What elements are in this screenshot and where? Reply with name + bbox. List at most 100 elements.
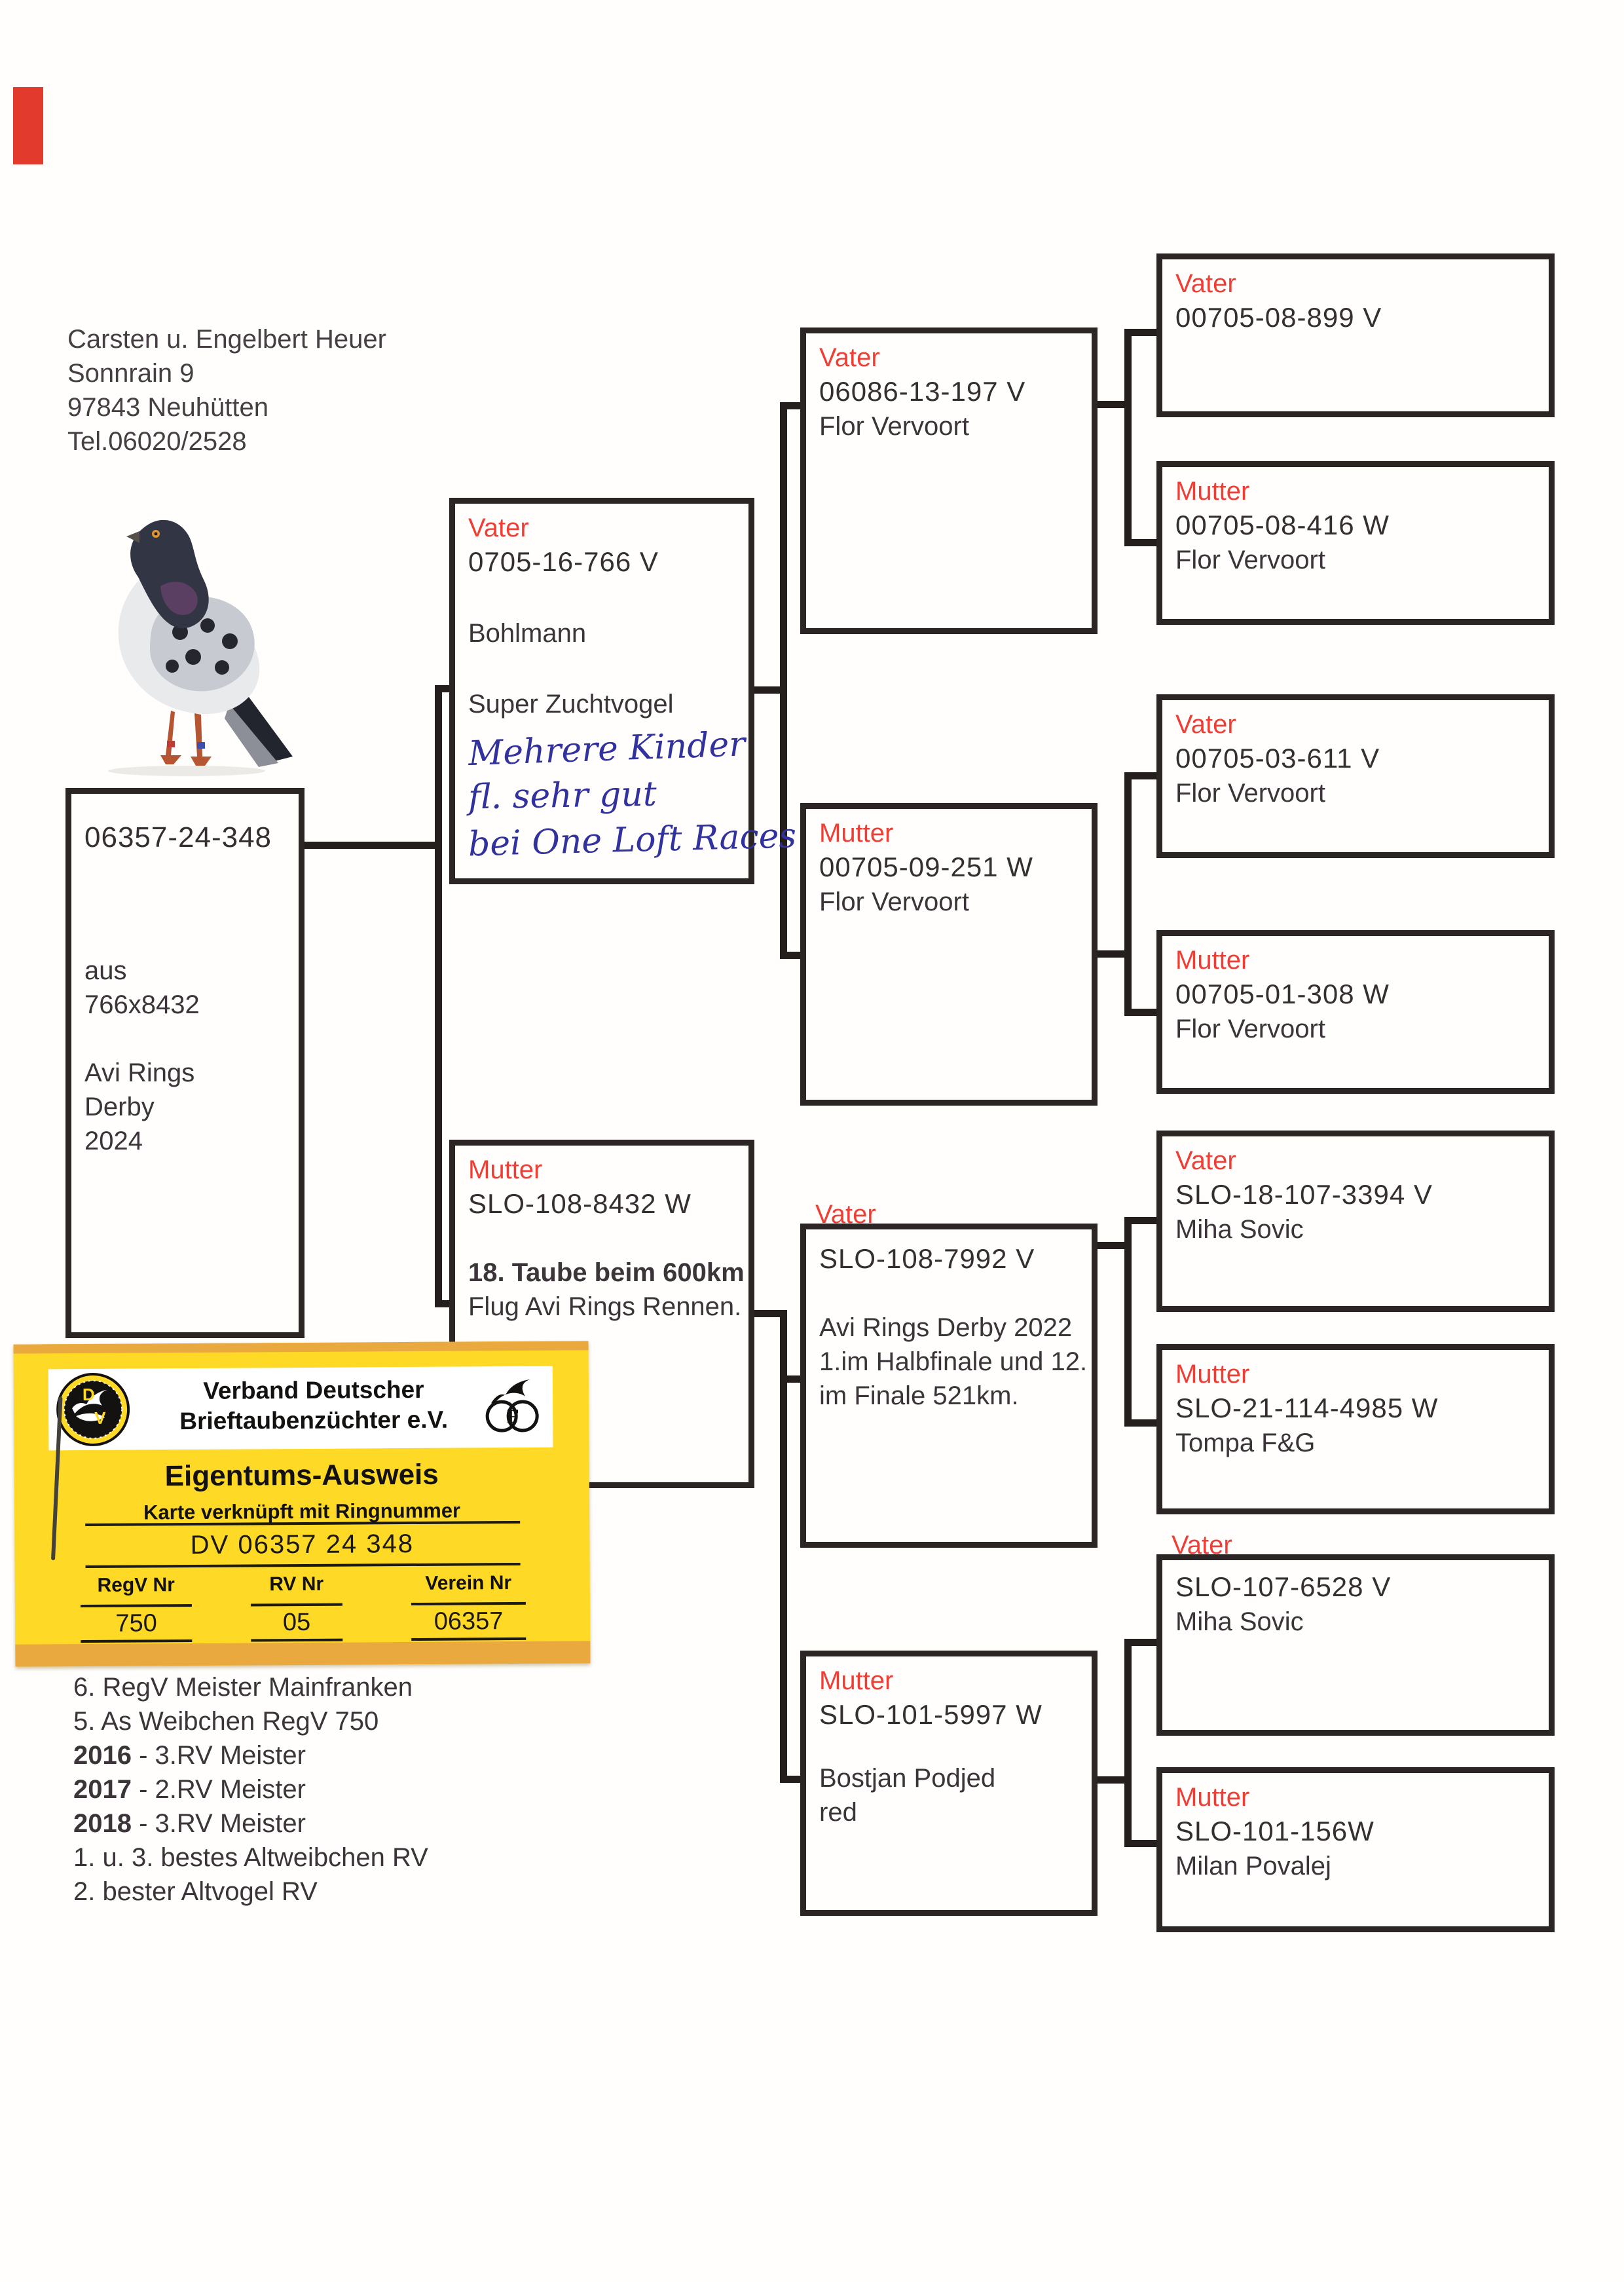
connector-gp1-v — [1124, 329, 1132, 546]
breeder-address: Carsten u. Engelbert Heuer Sonnrain 9 97… — [67, 322, 386, 458]
ownership-card: D V Verband Deutscher Brieftaubenzüchter… — [13, 1341, 591, 1667]
card-title: Eigentums-Ausweis — [164, 1458, 439, 1493]
connector-main-h — [304, 842, 442, 849]
connector-stub-ggp8 — [1124, 1840, 1156, 1847]
connector-stub-ggp4 — [1124, 1009, 1156, 1016]
breeder-name: Miha Sovic — [1175, 1215, 1304, 1244]
origin-label: aus — [84, 956, 127, 985]
col-rv-label: RV Nr — [269, 1573, 324, 1596]
ring-number: SLO-108-7992 V — [819, 1243, 1035, 1274]
race-note-3: im Finale 521km. — [819, 1381, 1019, 1410]
relation-label: Vater — [815, 1200, 876, 1229]
breeder-name: Flor Vervoort — [1175, 546, 1325, 574]
achievement-text: 2. bester Altvogel RV — [73, 1877, 318, 1906]
connector-gp2-h — [1098, 950, 1132, 958]
pedigree-box-ggp6: Mutter SLO-21-114-4985 W Tompa F&G — [1156, 1344, 1555, 1514]
race-result: Flug Avi Rings Rennen. — [468, 1292, 742, 1321]
ring-number: SLO-101-5997 W — [819, 1699, 1043, 1730]
svg-text:V: V — [94, 1408, 106, 1428]
relation-label: Vater — [819, 343, 880, 372]
achievement-text: - 2.RV Meister — [131, 1775, 306, 1804]
ring-number: 00705-08-899 V — [1175, 302, 1382, 333]
bird-globe-emblem-icon: F — [485, 1379, 539, 1432]
connector-mother-v — [780, 1310, 787, 1783]
connector-stub-mother — [435, 1300, 449, 1307]
col-rv-underline — [251, 1638, 343, 1642]
achievement-text: - 3.RV Meister — [131, 1809, 306, 1838]
relation-label: Mutter — [1175, 477, 1250, 506]
connector-stub-gp2 — [780, 952, 800, 959]
connector-father-h — [754, 686, 787, 694]
pedigree-box-gp-maternal-mother: Mutter SLO-101-5997 W Bostjan Podjed red — [800, 1651, 1098, 1916]
breeder-phone: Tel.06020/2528 — [67, 427, 247, 456]
pedigree-box-gp-paternal-father: Vater 06086-13-197 V Flor Vervoort — [800, 327, 1098, 634]
breeder-street: Sonnrain 9 — [67, 359, 194, 388]
col-verein-value: 06357 — [434, 1607, 504, 1636]
col-verein-label: Verein Nr — [425, 1572, 512, 1594]
handwritten-note-3: bei One Loft Races — [468, 816, 797, 865]
ring-number: SLO-21-114-4985 W — [1175, 1393, 1439, 1423]
connector-father-v — [780, 402, 787, 959]
origin-rings: 766x8432 — [84, 990, 200, 1019]
relation-label: Vater — [1172, 1531, 1232, 1560]
connector-stub-father — [435, 685, 449, 692]
col-regv-underline — [81, 1639, 193, 1643]
col-regv-overline — [80, 1604, 192, 1608]
handwritten-note-1: Mehrere Kinder — [468, 724, 747, 774]
connector-stub-ggp7 — [1124, 1639, 1156, 1646]
card-bottom-band — [15, 1641, 591, 1667]
dv-association-logo-icon: D V — [56, 1372, 130, 1446]
breeder-name: Flor Vervoort — [819, 412, 969, 441]
race-note-2: 1.im Halbfinale und 12. — [819, 1347, 1088, 1376]
ring-number: 00705-09-251 W — [819, 851, 1033, 882]
svg-text:F: F — [507, 1406, 519, 1427]
col-rv-overline — [250, 1603, 342, 1607]
pedigree-box-gp-maternal-father: Vater SLO-108-7992 V Avi Rings Derby 202… — [800, 1200, 1098, 1548]
achievement-text: - 3.RV Meister — [131, 1741, 306, 1770]
pedigree-box-gp-paternal-mother: Mutter 00705-09-251 W Flor Vervoort — [800, 803, 1098, 1106]
achievement-text: 6. RegV Meister Mainfranken — [73, 1673, 413, 1702]
achievement-year: 2018 — [73, 1809, 132, 1838]
relation-label: Mutter — [819, 1666, 894, 1695]
connector-stub-gp4 — [780, 1776, 800, 1783]
relation-label: Vater — [1175, 269, 1236, 298]
col-verein-underline — [411, 1637, 526, 1641]
pedigree-box-ggp2: Mutter 00705-08-416 W Flor Vervoort — [1156, 461, 1555, 625]
pedigree-box-main-bird: 06357-24-348 aus 766x8432 Avi Rings Derb… — [65, 788, 304, 1338]
breeder-name: Flor Vervoort — [1175, 1015, 1325, 1043]
breeder-name: Miha Sovic — [1175, 1607, 1304, 1636]
breeder-name: Bostjan Podjed — [819, 1764, 996, 1793]
org-name-line2: Brieftaubenzüchter e.V. — [179, 1406, 449, 1435]
race-note-1: Avi Rings — [84, 1058, 195, 1087]
pedigree-box-father: Vater 0705-16-766 V Bohlmann Super Zucht… — [449, 498, 797, 884]
pigeon-photo — [108, 519, 293, 776]
ring-number: SLO-108-8432 W — [468, 1188, 692, 1219]
race-note-3: 2024 — [84, 1127, 143, 1155]
connector-gp1-h — [1098, 401, 1132, 408]
connector-stub-ggp1 — [1124, 329, 1156, 336]
relation-label: Mutter — [1175, 1783, 1250, 1812]
achievement-year: 2016 — [73, 1741, 132, 1770]
col-regv-label: RegV Nr — [97, 1574, 175, 1596]
ring-number: SLO-18-107-3394 V — [1175, 1179, 1433, 1210]
card-ring-number: DV 06357 24 348 — [190, 1529, 415, 1560]
breeder-name: Tompa F&G — [1175, 1429, 1316, 1457]
card-top-band — [13, 1341, 589, 1354]
relation-label: Mutter — [819, 819, 894, 848]
race-note-1: Avi Rings Derby 2022 — [819, 1313, 1073, 1342]
relation-label: Mutter — [468, 1155, 543, 1184]
connector-gp2-v — [1124, 772, 1132, 1016]
ring-number: 00705-08-416 W — [1175, 510, 1390, 540]
card-header-band: D V Verband Deutscher Brieftaubenzüchter… — [48, 1366, 553, 1451]
col-rv-value: 05 — [282, 1608, 311, 1637]
ring-number: 06357-24-348 — [84, 821, 272, 853]
pedigree-box-ggp3: Vater 00705-03-611 V Flor Vervoort — [1156, 694, 1555, 858]
pedigree-box-ggp8: Mutter SLO-101-156W Milan Povalej — [1156, 1767, 1555, 1932]
connector-gp3-v — [1124, 1217, 1132, 1427]
card-ring-underline — [85, 1562, 521, 1569]
connector-stub-gp1 — [780, 402, 800, 409]
connector-gp4-h — [1098, 1776, 1132, 1784]
connector-gp4-v — [1124, 1639, 1132, 1847]
connector-stub-gp3 — [780, 1375, 800, 1383]
